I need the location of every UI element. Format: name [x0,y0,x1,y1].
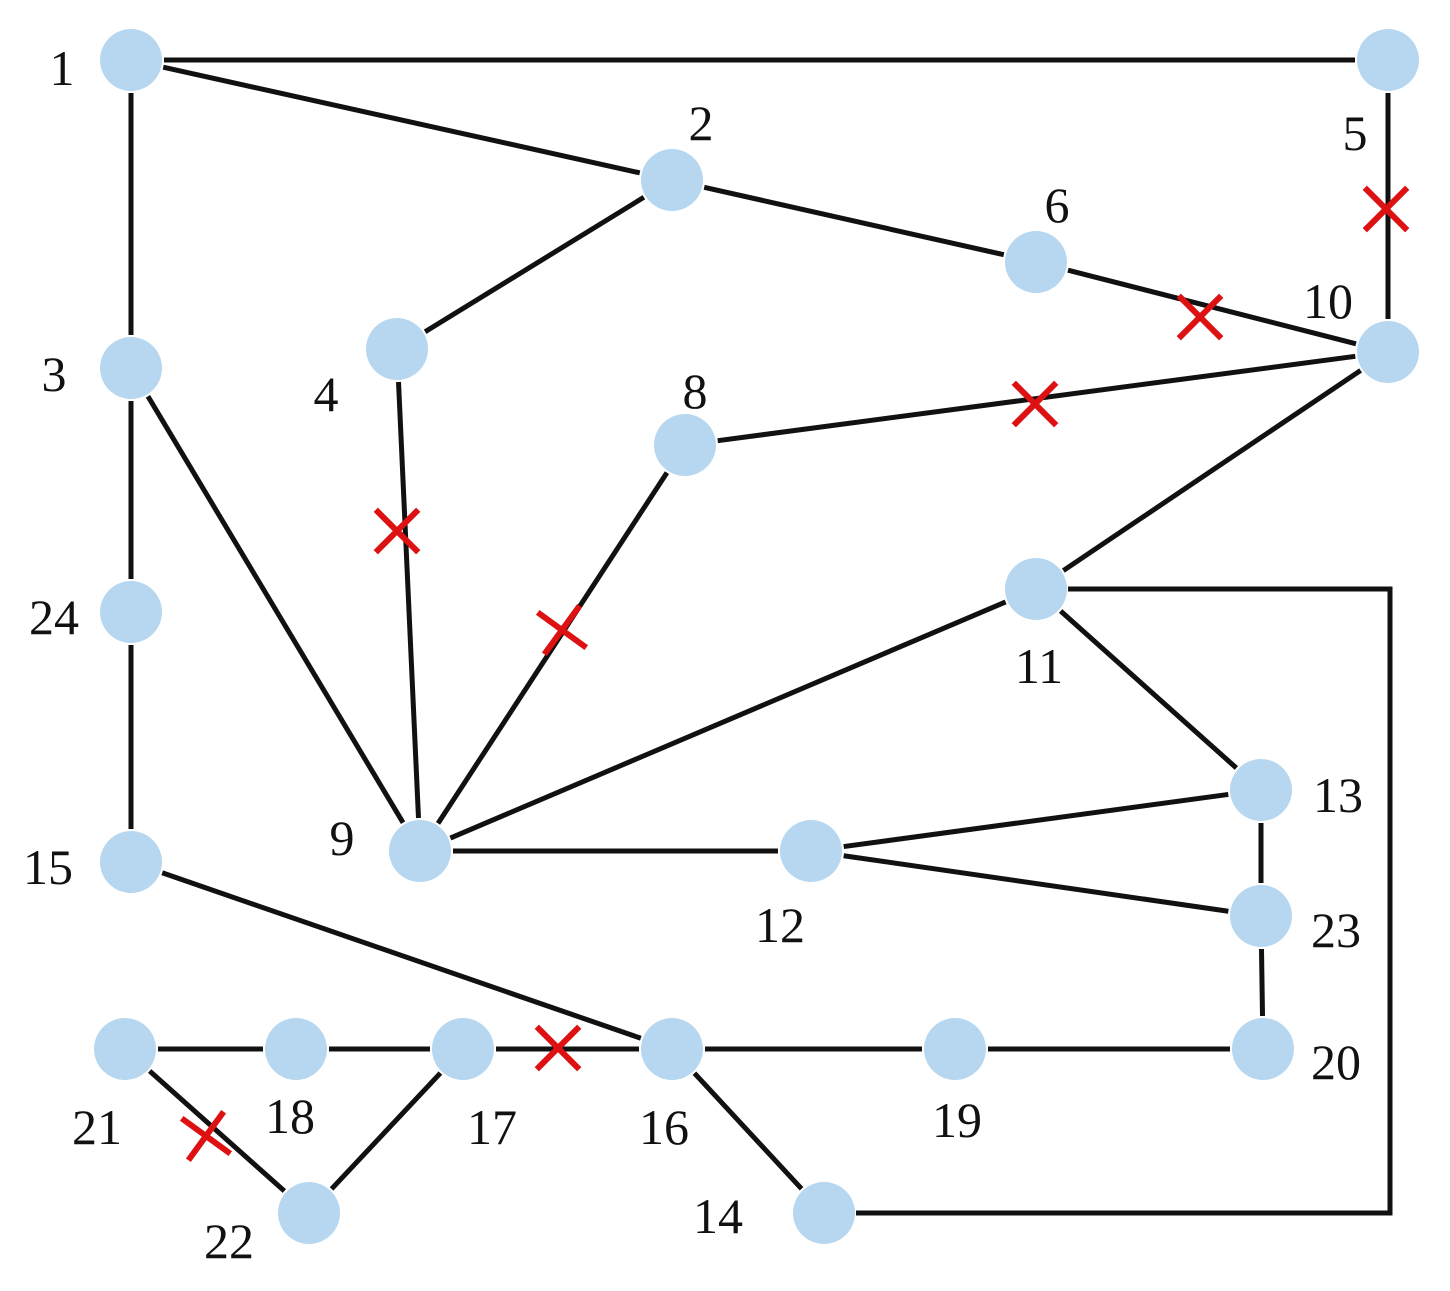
cut-mark-4-9 [373,507,421,555]
node-label-5: 5 [1343,105,1368,161]
node-16 [641,1018,703,1080]
node-label-2: 2 [689,95,714,151]
node-21 [94,1018,156,1080]
node-label-19: 19 [932,1092,982,1148]
cut-mark-stroke [1362,185,1410,233]
edge-9-11 [449,599,1007,841]
node-label-14: 14 [693,1188,743,1244]
edge-12-23 [843,853,1229,914]
node-17 [432,1018,494,1080]
node-3 [100,337,162,399]
node-label-17: 17 [467,1099,517,1155]
node-label-20: 20 [1311,1034,1361,1090]
edge-12-13 [843,791,1229,850]
cut-mark-stroke [541,603,583,657]
cut-mark-stroke [373,507,421,555]
cut-mark-5-10 [1362,185,1410,233]
node-label-15: 15 [23,839,73,895]
edges-layer [128,57,1393,1216]
node-label-3: 3 [42,346,67,402]
node-4 [366,318,428,380]
edge-3-9 [145,395,406,824]
cut-marks-layer [179,185,1410,1163]
cut-mark-8-9 [535,603,589,657]
node-11 [1005,558,1067,620]
node-24 [100,581,162,643]
cut-mark-8-10 [1011,380,1059,428]
node-label-1: 1 [50,40,75,96]
edge-1-2 [162,64,641,176]
node-22 [278,1182,340,1244]
node-5 [1357,29,1419,91]
cut-mark-17-16 [534,1024,582,1072]
edge-11-14 [856,586,1393,1216]
node-label-13: 13 [1313,767,1363,823]
node-13 [1230,759,1292,821]
cut-mark-6-10 [1176,293,1224,341]
edge-23-20 [1258,948,1266,1017]
node-20 [1232,1018,1294,1080]
edge-2-6 [703,184,1005,258]
node-9 [389,820,451,882]
cut-mark-21-22 [179,1109,233,1163]
node-6 [1005,231,1067,293]
edge-10-11 [1061,368,1363,573]
node-label-16: 16 [639,1099,689,1155]
cut-mark-stroke [534,1024,582,1072]
cut-mark-stroke [185,1109,227,1163]
node-label-11: 11 [1015,638,1063,694]
node-label-22: 22 [204,1213,254,1269]
node-10 [1357,321,1419,383]
node-14 [793,1182,855,1244]
node-label-18: 18 [265,1088,315,1144]
node-19 [924,1018,986,1080]
node-12 [780,820,842,882]
edge-22-17 [329,1071,443,1191]
node-15 [100,831,162,893]
node-label-10: 10 [1303,273,1353,329]
node-label-6: 6 [1045,177,1070,233]
nodes-layer [94,29,1419,1244]
edge-21-22 [147,1069,287,1193]
node-2 [641,149,703,211]
node-23 [1230,885,1292,947]
edge-11-13 [1058,609,1239,770]
edge-16-14 [692,1071,804,1191]
node-label-23: 23 [1311,902,1361,958]
node-label-9: 9 [330,810,355,866]
node-1 [100,29,162,91]
node-8 [654,414,716,476]
node-label-8: 8 [683,363,708,419]
edge-15-16 [161,870,642,1041]
cut-mark-stroke [1011,380,1059,428]
node-18 [265,1018,327,1080]
cut-mark-stroke [1176,293,1224,341]
node-label-24: 24 [29,589,79,645]
node-label-21: 21 [72,1099,122,1155]
node-label-12: 12 [755,897,805,953]
node-label-4: 4 [314,366,339,422]
edge-2-4 [423,195,646,334]
edge-4-9 [396,381,421,819]
